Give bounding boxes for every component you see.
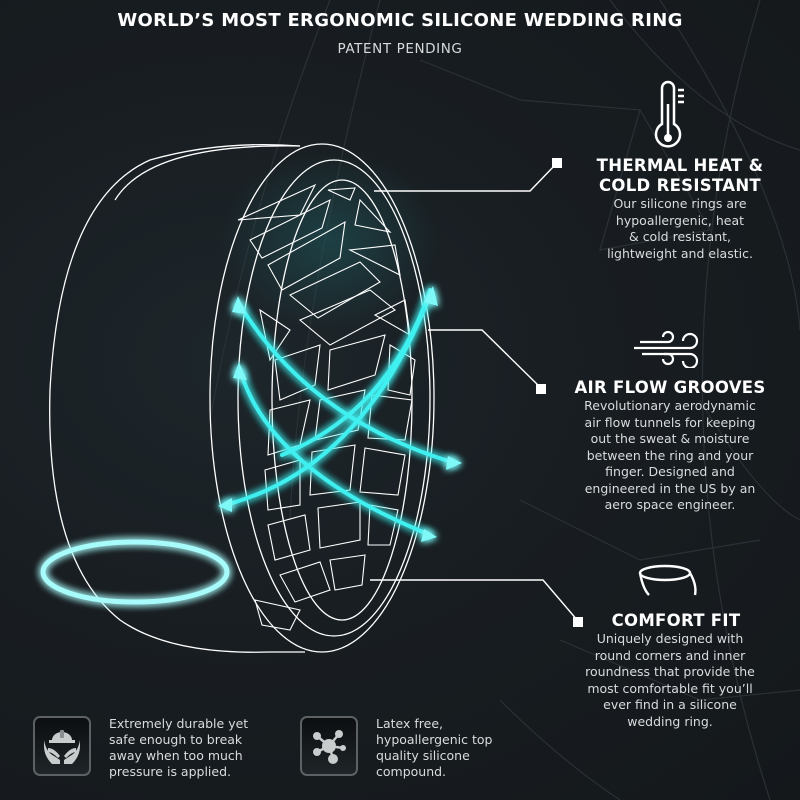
feature-desc-line: air flow tunnels for keeping bbox=[584, 414, 756, 430]
feature-desc-line: hypoallergenic, heat bbox=[615, 212, 745, 228]
feature-heading-line: COLD RESISTANT bbox=[599, 176, 761, 195]
connector-marker-comfort bbox=[573, 617, 583, 627]
connector-marker-airflow bbox=[536, 384, 546, 394]
wind-icon bbox=[634, 330, 699, 368]
connector-lines bbox=[370, 162, 579, 622]
bottom-text-line: compound. bbox=[376, 764, 447, 779]
bottom-text-line: safe enough to break bbox=[109, 732, 243, 747]
bottom-feature-durable: Extremely durable yet safe enough to bre… bbox=[33, 716, 284, 780]
feature-desc-line: round corners and inner bbox=[594, 647, 746, 663]
tread-grooves bbox=[237, 183, 416, 631]
page-subtitle: PATENT PENDING bbox=[337, 41, 463, 57]
bottom-text-line: away when too much bbox=[109, 748, 243, 763]
feature-desc-line: & cold resistant, bbox=[628, 229, 732, 244]
bottom-text-line: hypoallergenic top bbox=[376, 732, 493, 747]
feature-desc-line: roundness that provide the bbox=[585, 664, 755, 679]
feature-desc-line: wedding ring. bbox=[627, 713, 713, 729]
bottom-text-line: Latex free, bbox=[376, 716, 443, 731]
bottom-text-line: pressure is applied. bbox=[109, 764, 231, 779]
thermometer-icon bbox=[654, 80, 684, 148]
airflow-arrows bbox=[223, 288, 457, 537]
page-title: WORLD’S MOST ERGONOMIC SILICONE WEDDING … bbox=[117, 10, 683, 31]
feature-thermal: THERMAL HEAT & COLD RESISTANT Our silico… bbox=[545, 80, 795, 262]
arrow-heads bbox=[218, 286, 462, 542]
feature-comfort-fit: COMFORT FIT Uniquely designed with round… bbox=[545, 563, 795, 730]
feature-heading-line: THERMAL HEAT & bbox=[596, 156, 764, 175]
connector-marker-thermal bbox=[552, 158, 562, 168]
feature-desc-line: finger. Designed and bbox=[605, 464, 735, 479]
glow-ring bbox=[40, 539, 230, 605]
feature-desc-line: lightweight and elastic. bbox=[607, 245, 753, 261]
bottom-feature-latex-free: Latex free, hypoallergenic top quality s… bbox=[300, 716, 551, 780]
bottom-text-line: quality silicone bbox=[376, 748, 470, 763]
feature-desc-line: out the sweat & moisture bbox=[590, 431, 750, 446]
material-badge bbox=[300, 716, 358, 776]
feature-desc-line: engineered in the US by an bbox=[584, 480, 756, 496]
feature-desc-line: aero space engineer. bbox=[604, 497, 736, 512]
feature-heading: AIR FLOW GROOVES bbox=[574, 378, 766, 397]
feature-desc-line: ever find in a silicone bbox=[603, 697, 737, 712]
feature-desc-line: Uniquely designed with bbox=[596, 631, 744, 646]
feature-desc-line: most comfortable fit you’ll bbox=[587, 680, 753, 696]
feature-desc-line: Revolutionary aerodynamic bbox=[584, 398, 756, 413]
feature-desc-line: Our silicone rings are bbox=[613, 196, 747, 211]
feature-desc-line: between the ring and your bbox=[586, 447, 754, 463]
molecule-icon bbox=[313, 730, 346, 764]
durability-badge bbox=[33, 716, 91, 776]
feature-heading: COMFORT FIT bbox=[611, 611, 741, 630]
hands-holding-hard-hat-icon bbox=[44, 730, 80, 764]
ring-band-icon bbox=[638, 564, 697, 596]
feature-airflow: AIR FLOW GROOVES Revolutionary aerodynam… bbox=[545, 328, 795, 514]
bottom-text-line: Extremely durable yet bbox=[109, 716, 249, 731]
